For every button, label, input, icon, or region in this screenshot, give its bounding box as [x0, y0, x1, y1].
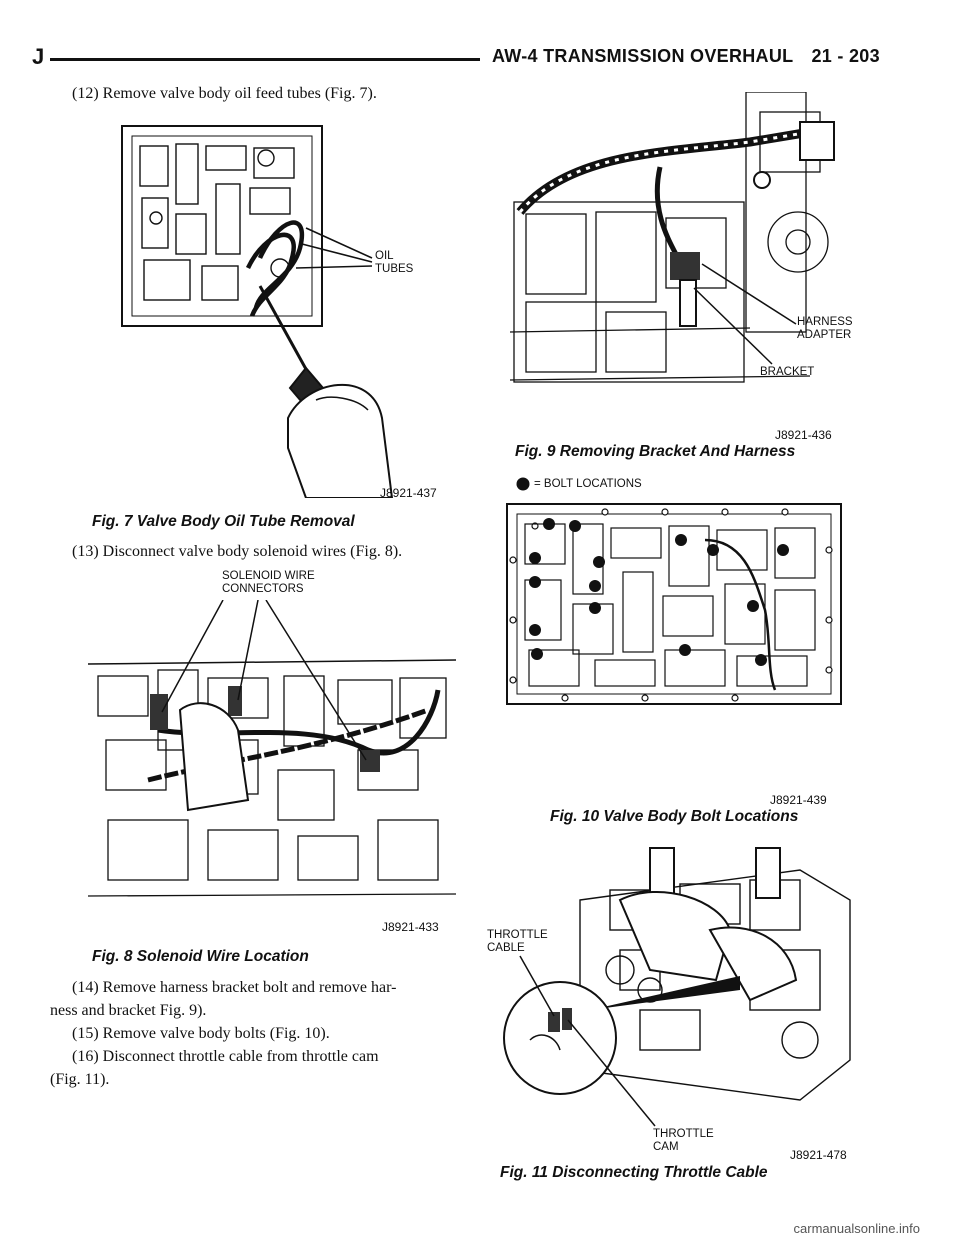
- fig8-label-connectors: CONNECTORS: [222, 583, 304, 595]
- fig8-caption: Fig. 8 Solenoid Wire Location: [92, 948, 309, 965]
- fig8-label-solenoid: SOLENOID WIRE: [222, 570, 315, 582]
- section-letter: J: [32, 44, 45, 69]
- step-16-line2: (Fig. 11).: [50, 1071, 110, 1088]
- page-title: AW-4 TRANSMISSION OVERHAUL: [492, 46, 794, 66]
- fig10-legend-dot: [516, 477, 530, 491]
- fig11-label-throttle-cam-1: THROTTLE: [653, 1128, 714, 1140]
- fig11-label-throttle-cable-1: THROTTLE: [487, 929, 548, 941]
- fig11-ref: J8921-478: [790, 1148, 847, 1162]
- fig11-caption: Fig. 11 Disconnecting Throttle Cable: [500, 1164, 768, 1181]
- step-12: (12) Remove valve body oil feed tubes (F…: [72, 85, 377, 102]
- fig11-label-throttle-cable-2: CABLE: [487, 942, 525, 954]
- fig9-label-bracket: BRACKET: [760, 366, 815, 378]
- fig7-illustration: [121, 125, 394, 498]
- page-header: AW-4 TRANSMISSION OVERHAUL 21 - 203: [492, 46, 880, 67]
- step-13: (13) Disconnect valve body solenoid wire…: [72, 543, 403, 560]
- fig8-ref: J8921-433: [382, 920, 439, 934]
- page-number: 21 - 203: [811, 46, 880, 66]
- fig9-label-harness: HARNESS: [797, 316, 853, 328]
- fig9-illustration: [510, 92, 835, 383]
- fig11-label-throttle-cam-2: CAM: [653, 1141, 679, 1153]
- fig7-label-oil: OIL: [375, 250, 394, 262]
- fig10-illustration: [506, 503, 842, 705]
- step-14-line1: (14) Remove harness bracket bolt and rem…: [72, 979, 397, 996]
- fig7-caption: Fig. 7 Valve Body Oil Tube Removal: [92, 513, 355, 530]
- step-14-line2: ness and bracket Fig. 9).: [50, 1002, 207, 1019]
- fig9-ref: J8921-436: [775, 428, 832, 442]
- step-16-line1: (16) Disconnect throttle cable from thro…: [72, 1048, 379, 1065]
- fig11-illustration: [503, 847, 851, 1127]
- fig10-legend-text: = BOLT LOCATIONS: [534, 478, 642, 490]
- fig9-label-adapter: ADAPTER: [797, 329, 852, 341]
- fig7-ref: J8921-437: [380, 486, 437, 500]
- fig10-caption: Fig. 10 Valve Body Bolt Locations: [550, 808, 799, 825]
- fig8-illustration: [88, 600, 456, 897]
- fig10-ref: J8921-439: [770, 793, 827, 807]
- fig7-label-tubes: TUBES: [375, 263, 414, 275]
- fig9-caption: Fig. 9 Removing Bracket And Harness: [515, 443, 796, 460]
- step-15: (15) Remove valve body bolts (Fig. 10).: [72, 1025, 330, 1042]
- header-rule: [50, 58, 480, 61]
- footer-watermark: carmanualsonline.info: [793, 1221, 920, 1236]
